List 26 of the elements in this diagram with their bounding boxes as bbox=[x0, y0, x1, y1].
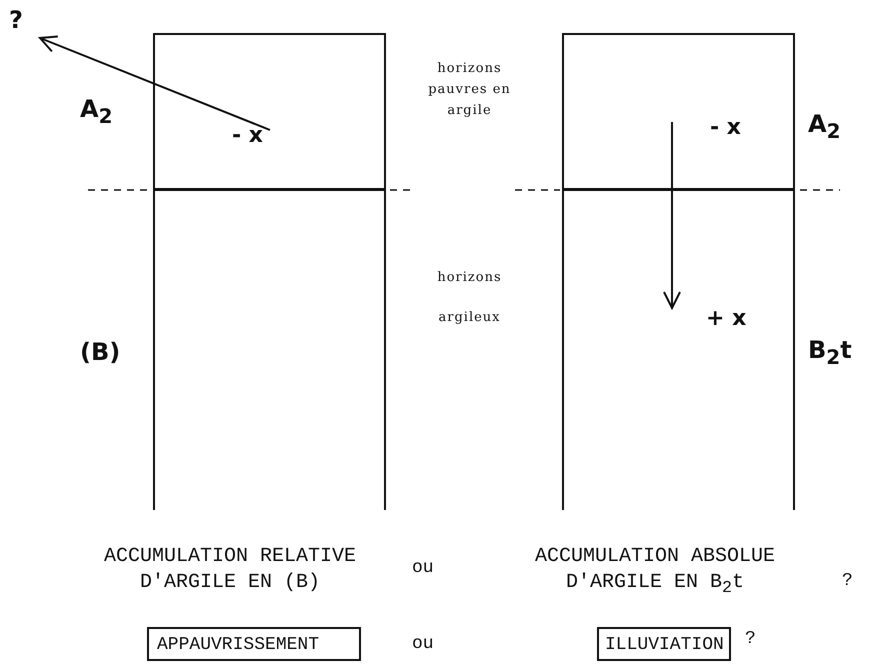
question-mark: ? bbox=[842, 570, 853, 592]
annotation-text: horizons pauvres en argile bbox=[427, 60, 512, 120]
caption-text: ACCUMULATION ABSOLUE D'ARGILE EN B$_{2}$t bbox=[534, 544, 776, 600]
term-text: APPAUVRISSEMENT bbox=[157, 634, 320, 656]
question-mark: ? bbox=[9, 6, 23, 34]
process-term-box bbox=[597, 627, 731, 661]
clay-change-label: - x bbox=[232, 123, 263, 148]
clay-change-label: - x bbox=[710, 115, 741, 140]
process-term-box bbox=[147, 627, 361, 661]
arrow bbox=[663, 122, 681, 309]
term-text: ILLUVIATION bbox=[605, 634, 724, 656]
question-mark: ? bbox=[745, 628, 756, 650]
horizon-box bbox=[562, 33, 795, 190]
arrow bbox=[39, 36, 270, 131]
horizon-name: A$_{2}$ bbox=[80, 95, 112, 128]
horizon-box bbox=[562, 189, 795, 510]
horizon-box bbox=[153, 189, 386, 510]
horizon-name: B$_{2}$t bbox=[808, 336, 852, 369]
horizon-name: (B) bbox=[80, 338, 120, 366]
caption-text: ACCUMULATION RELATIVE D'ARGILE EN (B) bbox=[102, 544, 358, 596]
annotation-text: horizons argileux bbox=[436, 269, 503, 327]
horizon-name: A$_{2}$ bbox=[808, 110, 840, 143]
horizon-box bbox=[153, 33, 386, 190]
conjunction-text: ou bbox=[412, 633, 434, 655]
conjunction-text: ou bbox=[412, 557, 434, 579]
clay-change-label: + x bbox=[706, 306, 746, 331]
